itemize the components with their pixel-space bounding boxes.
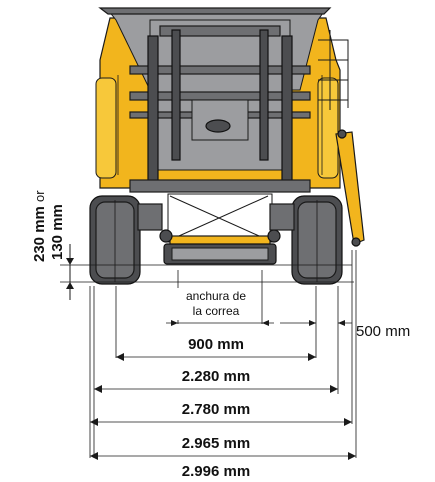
clearance-high-label: 230 mm: [31, 206, 48, 262]
belt-width-label-line2: la correa: [193, 304, 240, 318]
lower-crossbeam: [129, 179, 311, 193]
hydraulic-cylinder: [335, 129, 365, 247]
belt-width-label-line1: anchura de: [186, 289, 246, 303]
dim-2965-label: 2.965 mm: [182, 435, 250, 452]
dim-900-label: 900 mm: [188, 336, 244, 353]
housing-side-right: [317, 77, 339, 179]
dimension-lines: [89, 250, 357, 460]
machine-illustration: [89, 7, 365, 285]
clearance-low-label: 130 mm: [49, 204, 66, 260]
dim-2280-label: 2.280 mm: [182, 368, 250, 385]
wheel-left: [89, 195, 141, 285]
ladder: [318, 30, 349, 110]
dim-500-label: 500 mm: [356, 323, 410, 340]
wheel-right: [291, 195, 343, 285]
dim-2780-label: 2.780 mm: [182, 401, 250, 418]
svg-text:230 mm or: 230 mm or: [31, 190, 48, 262]
ground-clearance: [60, 244, 354, 300]
dim-2996-label: 2.996 mm: [182, 463, 250, 480]
housing-side-left: [95, 77, 117, 179]
clearance-or-label: or: [32, 190, 47, 202]
